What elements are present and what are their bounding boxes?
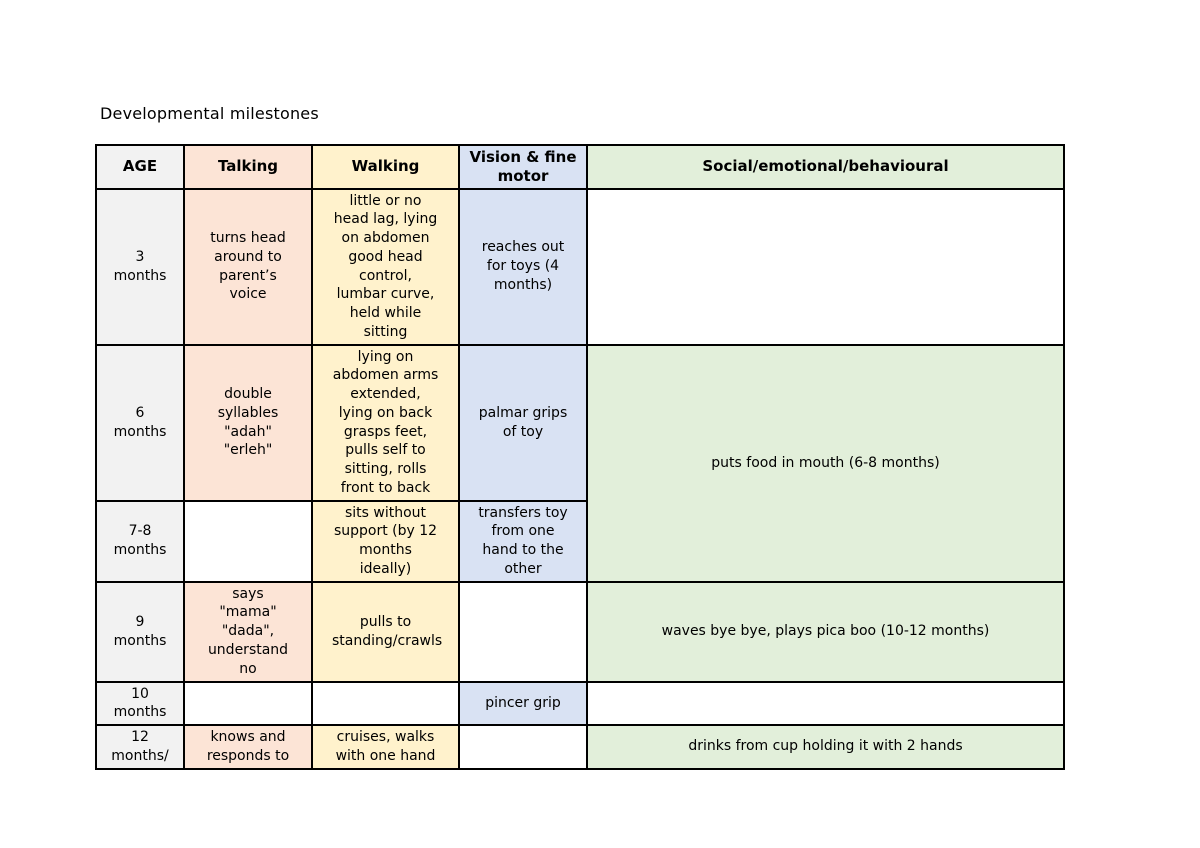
cell-talking-6-months: double syllables "adah" "erleh" <box>183 343 313 502</box>
cell-vision-3-months: reaches out for toys (4 months) <box>458 187 588 346</box>
cell-talking-3-months: turns head around to parent’s voice <box>183 187 313 346</box>
cell-vision-10-months: pincer grip <box>458 680 588 726</box>
cell-social-3-months <box>586 187 1065 346</box>
cell-vision-9-months <box>458 580 588 683</box>
cell-social-10-months <box>586 680 1065 726</box>
page-title: Developmental milestones <box>100 104 319 123</box>
column-header-talking: Talking <box>183 144 313 190</box>
cell-talking-10-months <box>183 680 313 726</box>
cell-age-12-months: 12 months/ <box>95 724 185 770</box>
milestones-table: AGE Talking Walking Vision & fine motor … <box>95 144 1065 770</box>
column-header-walking: Walking <box>311 144 460 190</box>
cell-walking-6-months: lying on abdomen arms extended, lying on… <box>311 343 460 502</box>
cell-age-6-months: 6 months <box>95 343 185 502</box>
cell-walking-7-8-months: sits without support (by 12 months ideal… <box>311 499 460 583</box>
cell-age-10-months: 10 months <box>95 680 185 726</box>
cell-social-6-8-months: puts food in mouth (6-8 months) <box>586 343 1065 583</box>
cell-walking-3-months: little or no head lag, lying on abdomen … <box>311 187 460 346</box>
column-header-age: AGE <box>95 144 185 190</box>
cell-vision-7-8-months: transfers toy from one hand to the other <box>458 499 588 583</box>
cell-talking-9-months: says "mama" "dada", understand no <box>183 580 313 683</box>
cell-walking-10-months <box>311 680 460 726</box>
cell-age-7-8-months: 7-8 months <box>95 499 185 583</box>
table-row-10-months: 10 months pincer grip <box>95 680 1065 726</box>
column-header-social: Social/emotional/behavioural <box>586 144 1065 190</box>
column-header-vision: Vision & fine motor <box>458 144 588 190</box>
table-row-7-8-months: 7-8 months sits without support (by 12 m… <box>95 499 1064 583</box>
cell-age-9-months: 9 months <box>95 580 185 683</box>
table-header-row: AGE Talking Walking Vision & fine motor … <box>95 144 1065 190</box>
cell-walking-12-months: cruises, walks with one hand <box>311 724 460 770</box>
cell-walking-9-months: pulls to standing/crawls <box>311 580 460 683</box>
table-row-9-months: 9 months says "mama" "dada", understand … <box>95 580 1065 683</box>
table-row-3-months: 3 months turns head around to parent’s v… <box>95 187 1065 346</box>
table-row-12-months: 12 months/ knows and responds to cruises… <box>95 724 1065 770</box>
cell-social-12-months: drinks from cup holding it with 2 hands <box>586 724 1065 770</box>
cell-vision-12-months <box>458 724 588 770</box>
table-row-6-months: 6 months double syllables "adah" "erleh"… <box>95 343 1065 583</box>
cell-vision-6-months: palmar grips of toy <box>458 343 588 502</box>
cell-social-9-months: waves bye bye, plays pica boo (10-12 mon… <box>586 580 1065 683</box>
cell-talking-12-months: knows and responds to <box>183 724 313 770</box>
cell-age-3-months: 3 months <box>95 187 185 346</box>
cell-talking-7-8-months <box>183 499 313 583</box>
